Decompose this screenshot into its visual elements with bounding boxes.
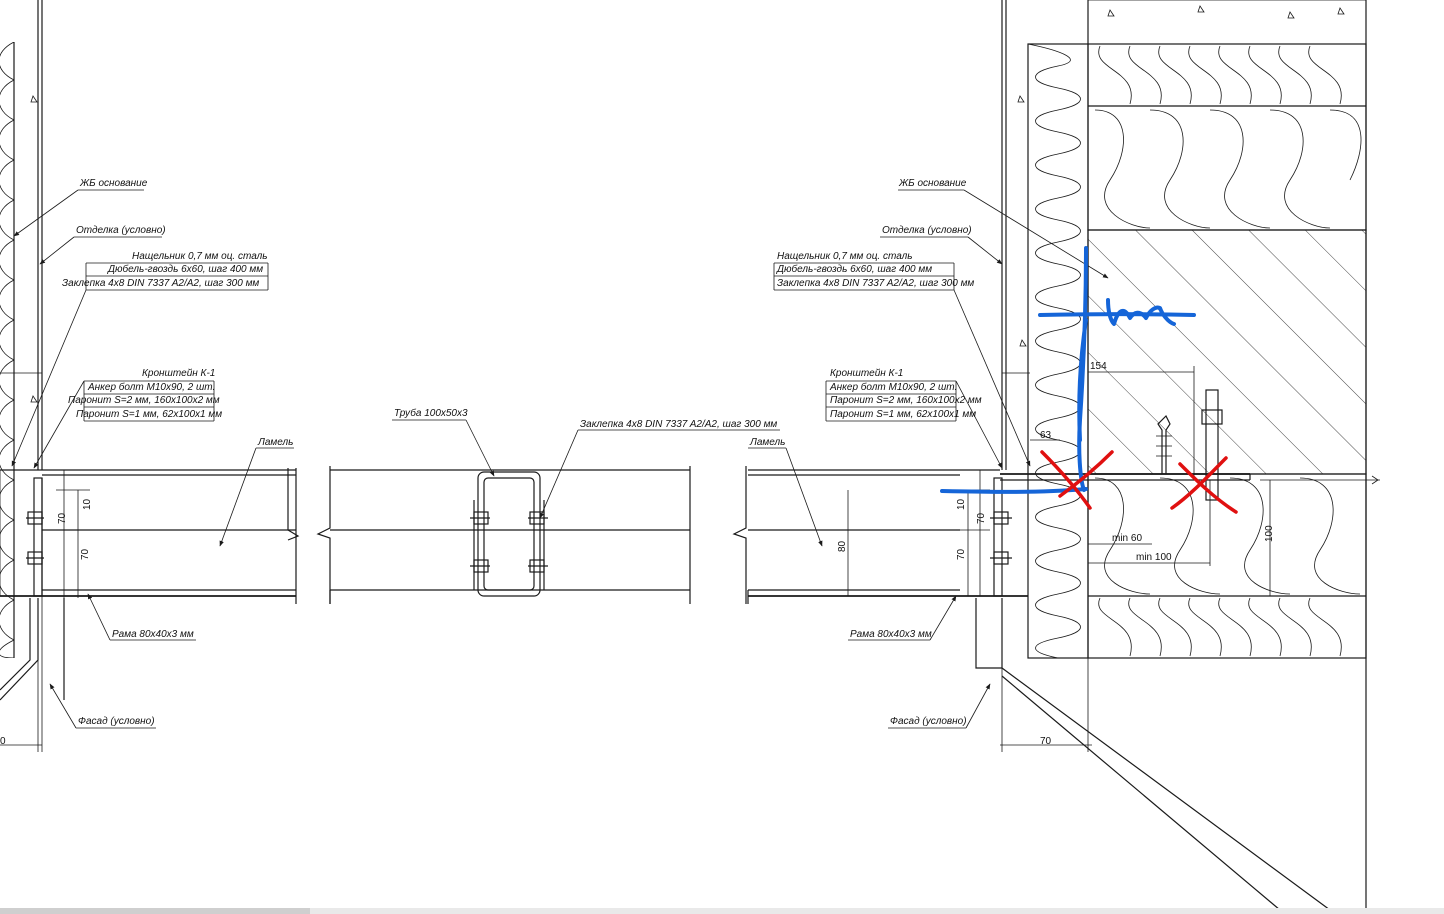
middle-section: Труба 100х50х3 Заклепка 4х8 DIN 7337 A2/… (329, 407, 780, 604)
left-label-zhb: ЖБ основание (79, 178, 148, 189)
right-label-otdelka: Отделка (условно) (882, 225, 972, 236)
mid-label-truba: Труба 100х50х3 (394, 407, 468, 419)
left-label-nasch-2: Дюбель-гвоздь 6х60, шаг 400 мм (107, 263, 263, 275)
left-label-nasch-1: Нащельник 0,7 мм оц. сталь (132, 251, 268, 262)
right-label-zhb: ЖБ основание (898, 178, 967, 189)
left-insulation (0, 42, 14, 658)
right-dim-70-bottom: 70 (1040, 736, 1052, 747)
left-dim-70a: 70 (57, 512, 68, 524)
left-label-kron-3: Паронит S=1 мм, 62х100х1 мм (76, 409, 222, 420)
right-dim-63: 63 (1040, 430, 1052, 441)
right-dim-70a: 70 (976, 512, 987, 524)
right-dim-100: 100 (1264, 525, 1275, 542)
right-dim-min60: min 60 (1112, 533, 1142, 544)
right-label-nasch-1: Нащельник 0,7 мм оц. сталь (777, 251, 913, 262)
mid-label-zaklepka: Заклепка 4х8 DIN 7337 A2/A2, шаг 300 мм (580, 419, 777, 430)
left-label-kron-2: Паронит S=2 мм, 160х100х2 мм (68, 395, 220, 406)
left-dim-70b: 70 (80, 548, 91, 560)
right-dim-10: 10 (956, 498, 967, 510)
left-bolts (26, 511, 44, 565)
left-dim-edge: 0 (0, 736, 6, 747)
right-insulation-strip (1028, 44, 1081, 658)
right-label-kron-1: Анкер болт М10х90, 2 шт. (829, 381, 957, 393)
right-dim-70b: 70 (956, 548, 967, 560)
right-dim-80: 80 (837, 540, 848, 552)
right-label-nasch-2: Дюбель-гвоздь 6х60, шаг 400 мм (776, 263, 932, 275)
right-label-kron-title: Кронштейн К-1 (830, 368, 903, 379)
right-label-nasch-3: Заклепка 4х8 DIN 7337 A2/A2, шаг 300 мм (777, 278, 974, 289)
right-label-rama: Рама 80х40х3 мм (850, 629, 932, 640)
scrollbar-thumb[interactable] (0, 908, 310, 914)
left-label-kron-1: Анкер болт М10х90, 2 шт. (87, 381, 215, 393)
right-label-kron-2: Паронит S=2 мм, 160х100х2 мм (830, 395, 982, 406)
right-dim-min100: min 100 (1136, 552, 1172, 563)
left-label-fasad: Фасад (условно) (78, 716, 155, 727)
right-dim-154: 154 (1090, 361, 1107, 372)
right-label-kron-3: Паронит S=1 мм, 62х100х1 мм (830, 409, 976, 420)
left-label-lamel: Ламель (257, 437, 293, 448)
right-label-fasad: Фасад (условно) (890, 716, 967, 727)
right-insulation-block-top (1094, 45, 1362, 229)
right-insulation-block-bottom (1094, 477, 1361, 657)
right-section: 80 10 70 70 70 154 63 min 60 min 100 100… (747, 0, 1380, 914)
left-label-nasch-3: Заклепка 4х8 DIN 7337 A2/A2, шаг 300 мм (62, 278, 259, 289)
left-label-otdelka: Отделка (условно) (76, 225, 166, 236)
left-label-rama: Рама 80х40х3 мм (112, 629, 194, 640)
left-dim-10: 10 (82, 498, 93, 510)
horizontal-scrollbar[interactable] (0, 908, 1444, 914)
red-markup (1040, 450, 1238, 514)
left-section: 10 70 70 0 ЖБ основание Отделка (условно… (0, 0, 300, 752)
left-label-kron-title: Кронштейн К-1 (142, 368, 215, 379)
right-label-lamel: Ламель (749, 437, 785, 448)
